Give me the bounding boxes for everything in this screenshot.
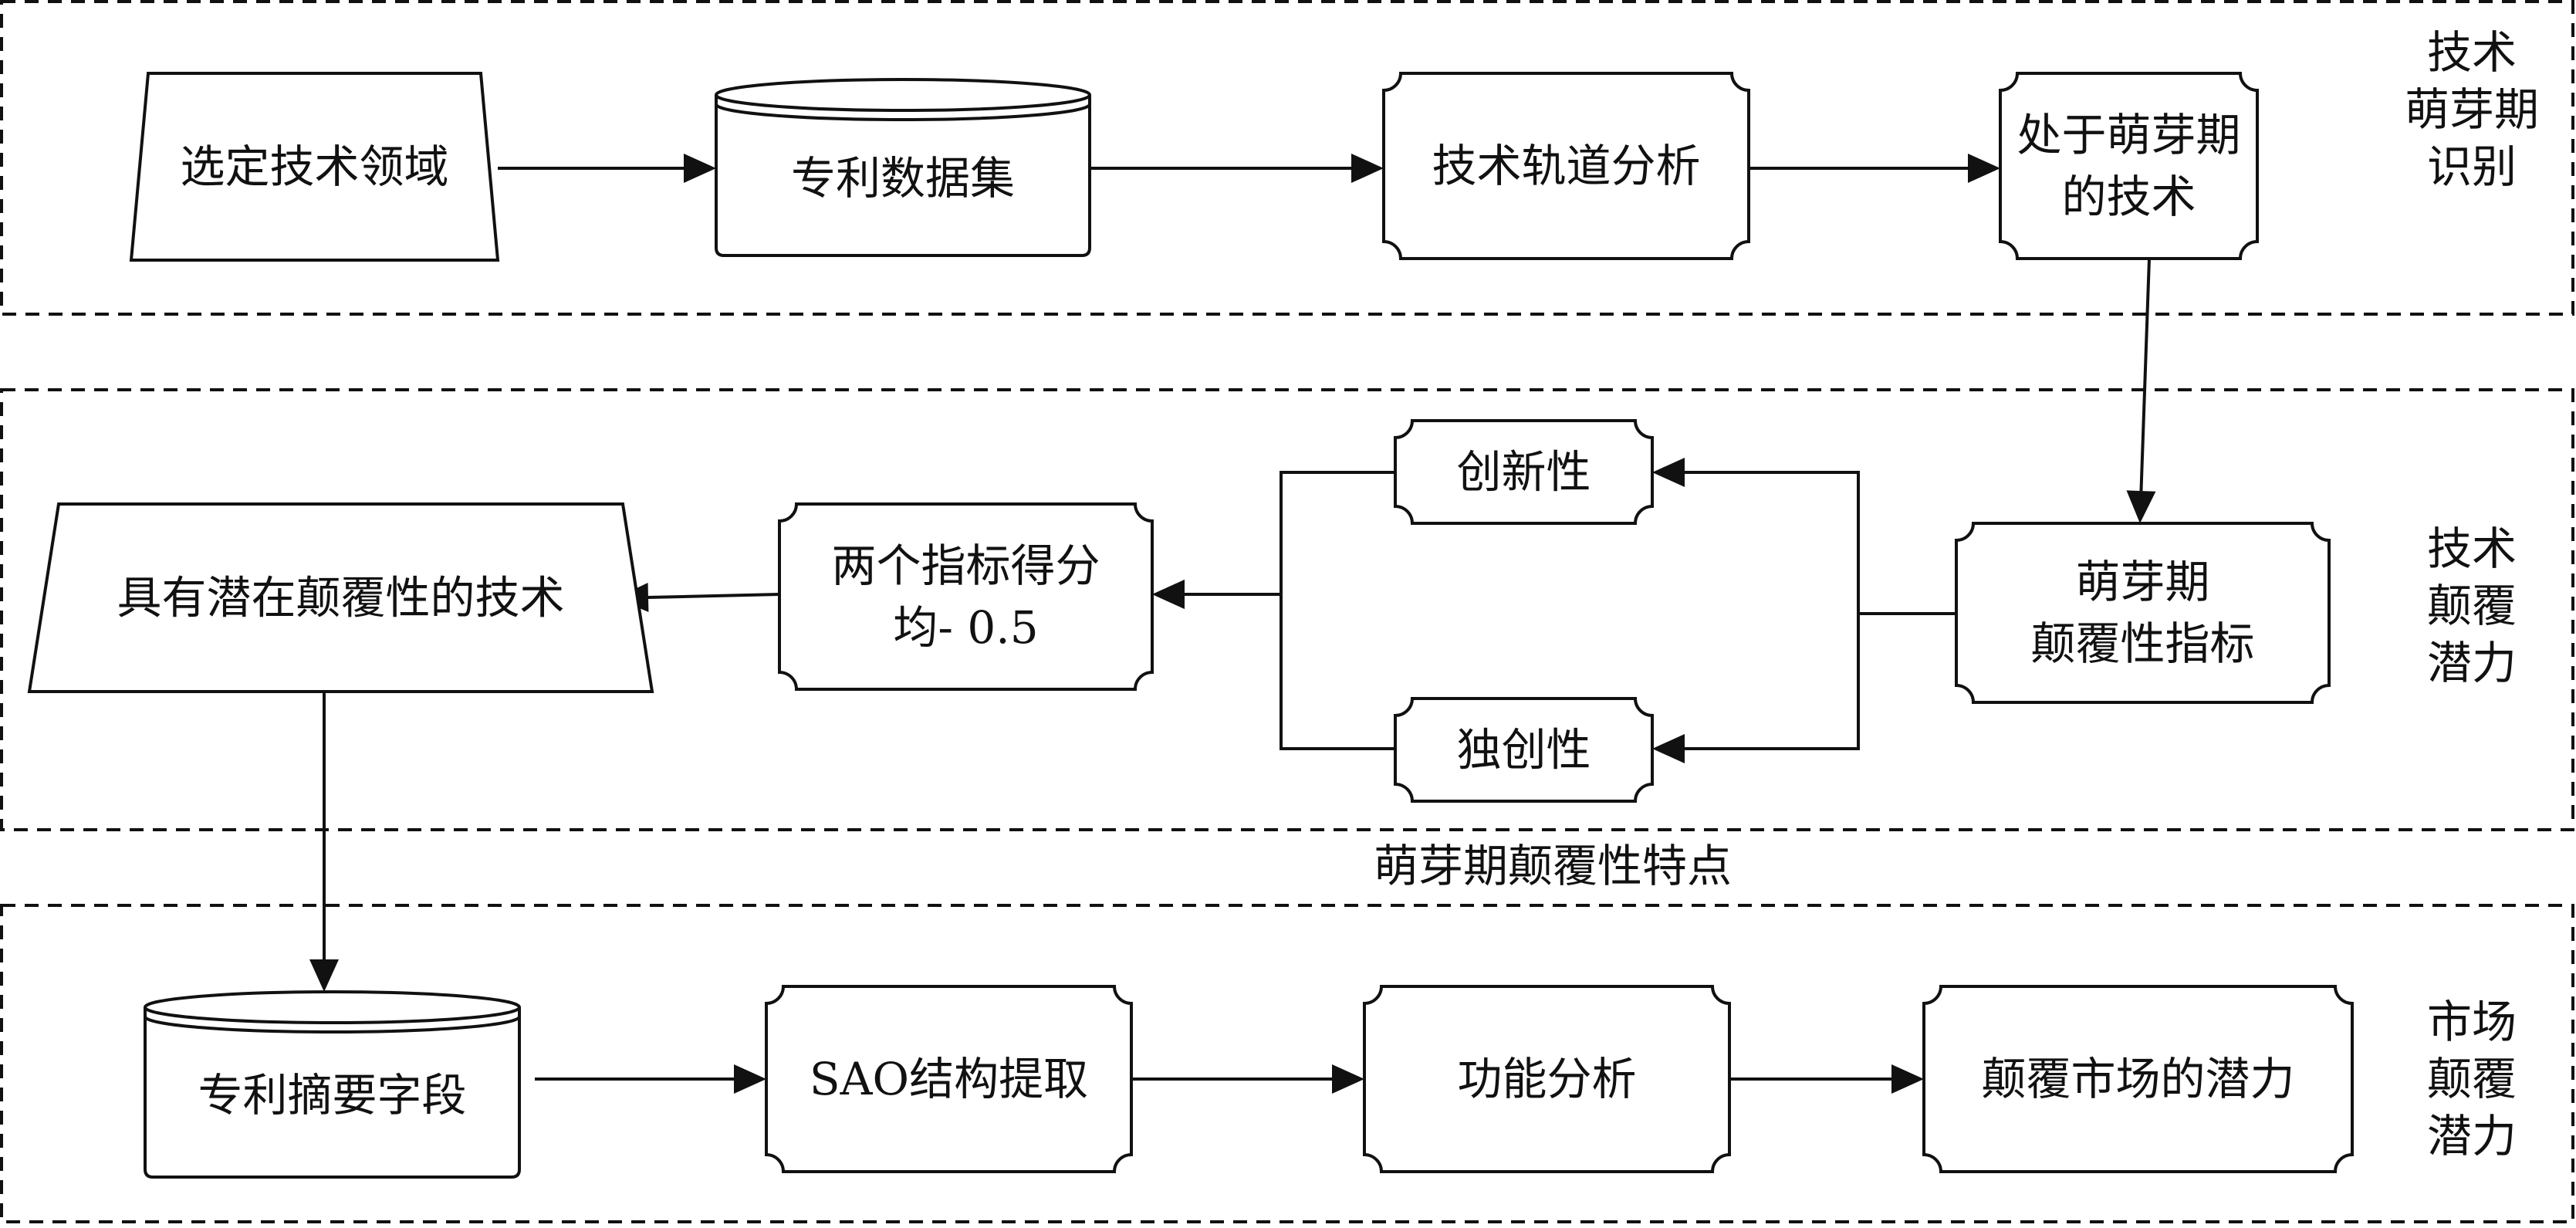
edge-line bbox=[1185, 471, 1395, 596]
node-sao-extraction-shape bbox=[765, 985, 1133, 1173]
edge-emerging-tech-to-emerging-indicators bbox=[2126, 258, 2156, 523]
edge-innovativeness-to-score-threshold bbox=[1152, 471, 1395, 609]
stage-label-2-line-3: 潜力 bbox=[2427, 637, 2517, 689]
node-emerging-indicators-label-1: 萌芽期 bbox=[2075, 556, 2209, 608]
edge-originality-to-score-threshold bbox=[1152, 580, 1395, 750]
edge-potential-tech-to-abstract-field bbox=[309, 692, 339, 992]
node-select-field: 选定技术领域 bbox=[129, 72, 500, 262]
node-patent-dataset-label-1: 专利数据集 bbox=[791, 152, 1015, 205]
node-select-field-label-1: 选定技术领域 bbox=[180, 140, 448, 193]
node-potential-tech-label-1: 具有潜在颠覆性的技术 bbox=[117, 572, 564, 624]
node-emerging-tech-shape bbox=[1999, 72, 2259, 260]
node-select-field-shape bbox=[129, 72, 500, 262]
node-potential-tech-shape bbox=[27, 502, 654, 693]
stage-label-3-line-2: 颠覆 bbox=[2427, 1053, 2517, 1105]
stage-label-1-line-2: 萌芽期 bbox=[2405, 83, 2539, 136]
stage-label-1-line-3: 识别 bbox=[2427, 140, 2517, 193]
arrowhead-icon bbox=[1152, 580, 1185, 609]
node-score-threshold-shape bbox=[778, 502, 1154, 691]
edge-line bbox=[1685, 471, 1956, 615]
node-emerging-tech-label-1: 处于萌芽期 bbox=[2017, 109, 2240, 161]
node-trajectory-analysis: 技术轨道分析 bbox=[1382, 72, 1750, 260]
node-abstract-field: 专利摘要字段 bbox=[144, 990, 521, 1179]
edge-emerging-indicators-to-innovativeness bbox=[1652, 458, 1956, 615]
node-market-potential-label-1: 颠覆市场的潜力 bbox=[1981, 1053, 2294, 1105]
node-function-analysis-label-1: 功能分析 bbox=[1457, 1053, 1636, 1105]
edge-line bbox=[2139, 258, 2151, 492]
node-market-potential: 颠覆市场的潜力 bbox=[1922, 985, 2354, 1173]
node-score-threshold-label-2: 均- 0.5 bbox=[893, 601, 1038, 654]
edge-patent-dataset-to-trajectory-analysis bbox=[1090, 154, 1384, 183]
arrowhead-icon bbox=[1652, 458, 1685, 487]
edge-emerging-indicators-to-originality bbox=[1652, 612, 1956, 763]
arrowhead-icon bbox=[1652, 734, 1685, 763]
node-innovativeness-label-1: 创新性 bbox=[1456, 446, 1591, 499]
node-innovativeness-shape bbox=[1394, 419, 1654, 525]
node-function-analysis: 功能分析 bbox=[1363, 985, 1731, 1173]
stage-panel-2 bbox=[0, 388, 2574, 831]
arrowhead-icon bbox=[1968, 154, 2000, 183]
node-sao-extraction: SAO结构提取 bbox=[765, 985, 1133, 1173]
node-innovativeness: 创新性 bbox=[1394, 419, 1654, 525]
arrowhead-icon bbox=[1891, 1064, 1924, 1094]
edge-abstract-field-to-sao-extraction bbox=[535, 1064, 766, 1094]
node-originality-shape bbox=[1394, 697, 1654, 803]
stage-label-2-line-2: 颠覆 bbox=[2427, 580, 2517, 632]
stage-label-3-line-3: 潜力 bbox=[2427, 1110, 2517, 1162]
arrowhead-icon bbox=[1351, 154, 1384, 183]
arrowhead-icon bbox=[309, 959, 339, 992]
edge-line bbox=[1185, 593, 1395, 750]
edge-select-field-to-patent-dataset bbox=[498, 154, 716, 183]
node-emerging-indicators-shape bbox=[1955, 522, 2331, 704]
stage-label-1-line-1: 技术 bbox=[2427, 26, 2517, 79]
node-trajectory-analysis-label-1: 技术轨道分析 bbox=[1432, 140, 1700, 192]
edge-function-analysis-to-market-potential bbox=[1729, 1064, 1924, 1094]
node-originality-label-1: 独创性 bbox=[1456, 724, 1591, 776]
edge-line bbox=[647, 593, 780, 600]
node-score-threshold-label-1: 两个指标得分 bbox=[831, 540, 1100, 592]
edge-trajectory-analysis-to-emerging-tech bbox=[1749, 154, 2000, 183]
stage-panel-1 bbox=[0, 0, 2574, 316]
node-patent-dataset: 专利数据集 bbox=[715, 78, 1091, 257]
arrowhead-icon bbox=[1332, 1064, 1364, 1094]
node-function-analysis-shape bbox=[1363, 985, 1731, 1173]
stage-label-3-line-1: 市场 bbox=[2427, 996, 2517, 1048]
node-patent-dataset-shape bbox=[715, 94, 1091, 121]
node-emerging-indicators-label-2: 颠覆性指标 bbox=[2030, 617, 2254, 670]
node-abstract-field-label-1: 专利摘要字段 bbox=[198, 1069, 466, 1121]
node-emerging-tech-label-2: 的技术 bbox=[2061, 171, 2196, 223]
node-originality: 独创性 bbox=[1394, 697, 1654, 803]
node-potential-tech: 具有潜在颠覆性的技术 bbox=[27, 502, 654, 693]
stage-panel-3 bbox=[0, 904, 2574, 1223]
edge-sao-extraction-to-function-analysis bbox=[1131, 1064, 1364, 1094]
node-sao-extraction-label-1: SAO结构提取 bbox=[810, 1053, 1088, 1105]
stage-label-2-line-1: 技术 bbox=[2427, 523, 2517, 575]
middle-caption: 萌芽期颠覆性特点 bbox=[1374, 840, 1732, 892]
arrowhead-icon bbox=[2126, 490, 2156, 523]
arrowhead-icon bbox=[684, 154, 716, 183]
edge-line bbox=[1685, 612, 1956, 750]
node-trajectory-analysis-shape bbox=[1382, 72, 1750, 260]
node-abstract-field-shape bbox=[144, 1006, 521, 1033]
arrowhead-icon bbox=[734, 1064, 766, 1094]
node-market-potential-shape bbox=[1922, 985, 2354, 1173]
